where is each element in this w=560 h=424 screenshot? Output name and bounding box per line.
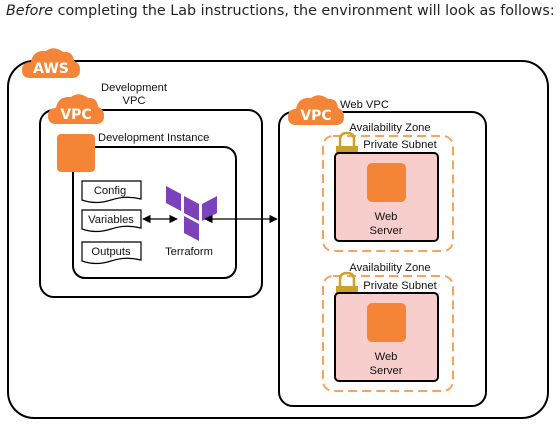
web-vpc-label: Web VPC [340, 99, 389, 111]
dev-vpc-label-line1: Development [101, 82, 168, 94]
config-file-icon: Config [81, 180, 142, 204]
variables-file-label: Variables [88, 214, 134, 226]
dev-vpc-label-line2: VPC [122, 95, 145, 107]
intro-rest: completing the Lab instructions, the env… [53, 3, 555, 19]
availability-zone-2 [322, 275, 454, 392]
aws-badge-icon: AWS [22, 48, 80, 78]
dev-vpc-boundary [39, 109, 263, 298]
aws-badge-label: AWS [33, 61, 69, 77]
outputs-file-label: Outputs [91, 246, 131, 258]
dev-instance-icon [57, 134, 95, 172]
intro-text: Before completing the Lab instructions, … [6, 3, 555, 19]
web-server-icon-2 [367, 303, 406, 342]
dev-instance-label: Development Instance [98, 132, 209, 144]
web-server-label-2a: Web [375, 351, 398, 363]
availability-zone-label-2: Availability Zone [349, 262, 430, 274]
web-server-icon-1 [367, 163, 406, 202]
dev-vpc-badge-label: VPC [60, 107, 91, 123]
intro-emphasis: Before [6, 3, 54, 19]
web-server-label-1b: Server [370, 225, 403, 237]
private-subnet-label-1: Private Subnet [363, 139, 437, 151]
outputs-file-icon: Outputs [81, 241, 142, 265]
web-vpc-badge-icon: VPC [288, 95, 344, 125]
dev-instance-boundary [72, 146, 237, 279]
web-server-label-2b: Server [370, 365, 403, 377]
config-file-label: Config [94, 185, 126, 197]
dev-vpc-badge-icon: VPC [48, 94, 104, 124]
web-vpc-badge-label: VPC [300, 108, 331, 124]
terraform-label: Terraform [165, 246, 213, 258]
availability-zone-label-1: Availability Zone [349, 122, 430, 134]
web-vpc-boundary [278, 111, 487, 407]
web-server-label-1a: Web [375, 211, 398, 223]
terraform-icon [166, 186, 217, 241]
private-subnet-label-2: Private Subnet [363, 280, 437, 292]
variables-file-icon: Variables [81, 209, 142, 233]
aws-cloud-boundary [7, 60, 549, 419]
availability-zone-1 [322, 135, 454, 252]
